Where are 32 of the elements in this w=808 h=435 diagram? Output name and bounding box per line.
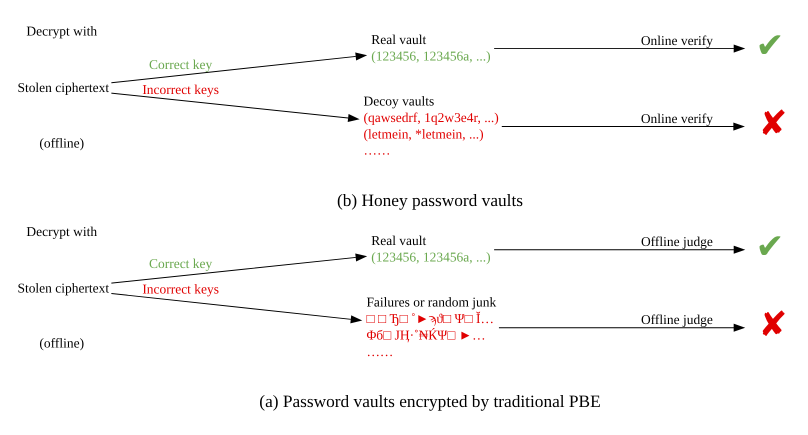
label: Decrypt with (26, 24, 98, 39)
arrow (110, 253, 368, 284)
arrow (498, 324, 746, 332)
label: (a) Password vaults encrypted by traditional PBE (259, 392, 601, 412)
node-text: ✔ (755, 27, 784, 66)
node-text: ✘ (758, 104, 788, 143)
label: (b) Honey password vaults (336, 190, 524, 210)
node-text: Stolen ciphertext (17, 280, 110, 296)
label: Decrypt with (26, 224, 98, 239)
node-text: ✔ (755, 228, 784, 266)
node-text: Real vault (123456, 123456a, ...) (371, 32, 491, 64)
edge-label: Offline judge (640, 312, 713, 328)
arrow (110, 293, 362, 324)
edge-label: Incorrect keys (142, 281, 219, 296)
arrow (494, 44, 746, 53)
node-text: ✘ (758, 306, 788, 344)
edge-label: Online verify (640, 32, 714, 48)
label: (offline) (39, 336, 84, 351)
edge-label: Correct key (149, 256, 212, 272)
arrow (110, 92, 360, 122)
edge-label: Online verify (640, 110, 714, 126)
label: (offline) (39, 135, 84, 150)
edge-label: Offline judge (640, 234, 713, 250)
edge-label: Incorrect keys (142, 82, 219, 97)
node-text: Failures or random junk □ □ Ђ□ ˚►ϡϑ□ Ψ□ Ĭ… Φб□ ЈӉ·˚₦ЌΨ□ ►… …… (366, 294, 496, 359)
arrow (110, 52, 368, 84)
node-text: Stolen ciphertext (17, 80, 110, 96)
edge-label: Correct key (149, 56, 212, 72)
node-text: Decoy vaults (qawsedrf, 1q2w3e4r, ...) (letmein, *letmein, ...) …… (364, 94, 499, 158)
arrow (494, 246, 746, 254)
node-text: Real vault (123456, 123456a, ...) (371, 233, 491, 264)
arrow (501, 122, 745, 131)
